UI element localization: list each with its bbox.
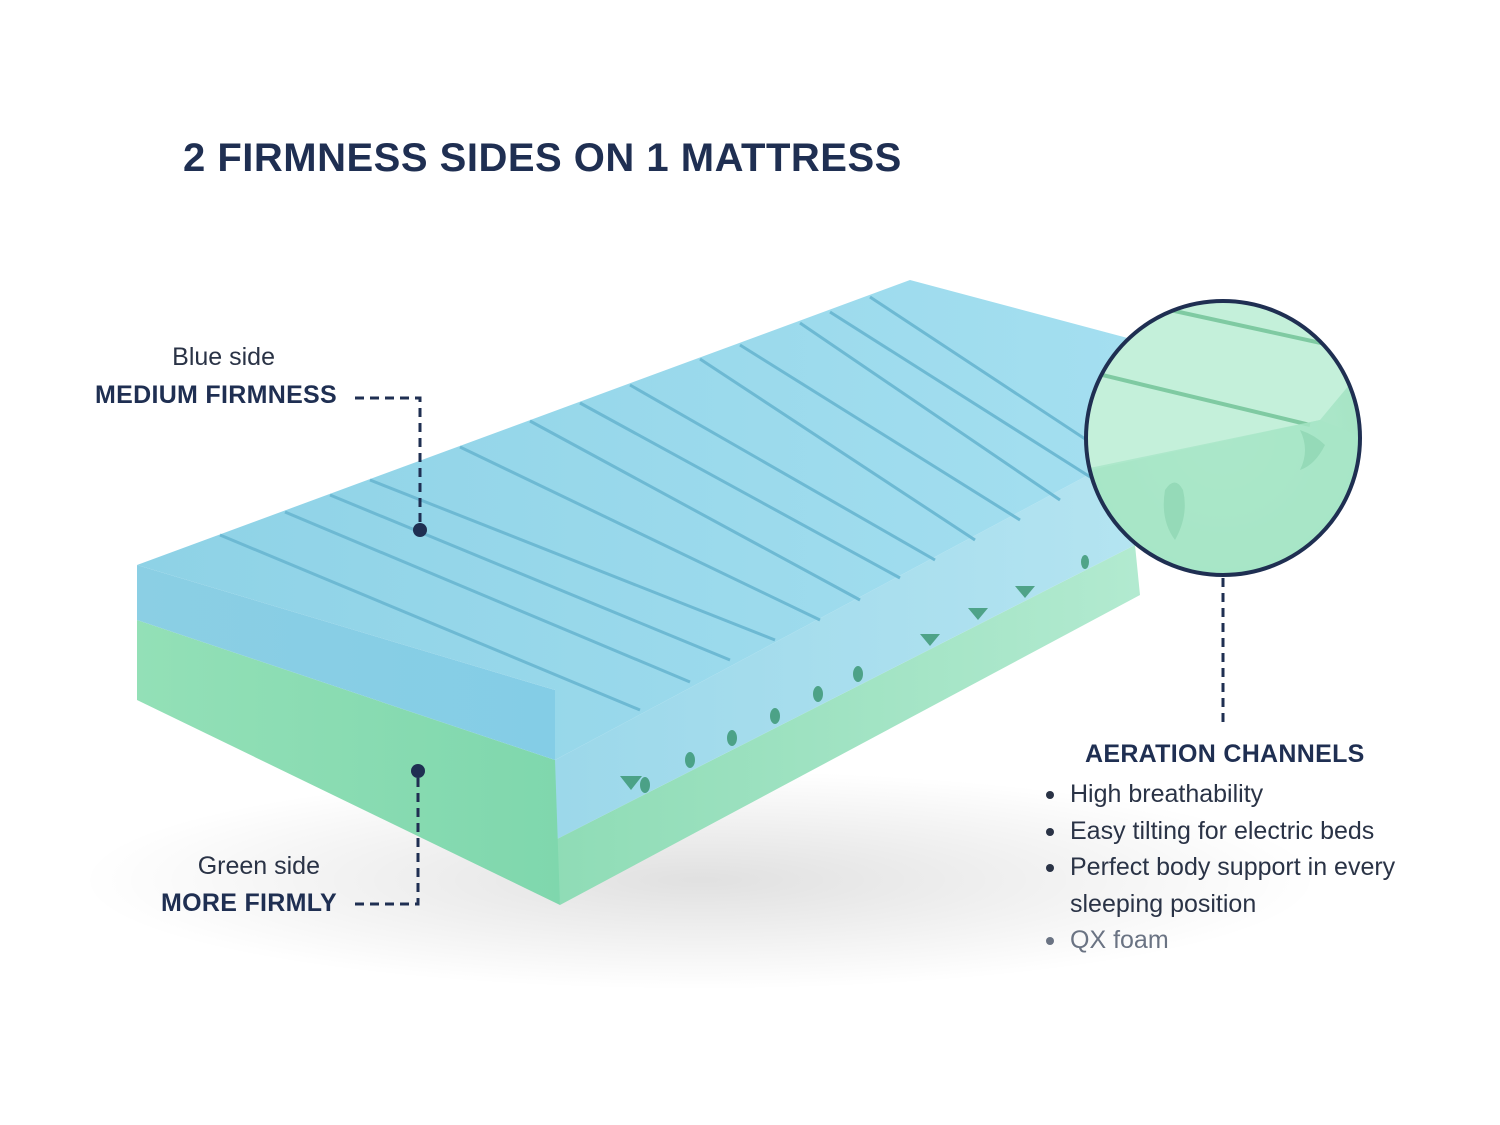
blue-side-firmness-wrap: MEDIUM FIRMNESS — [95, 381, 337, 410]
blue-side-label: Blue side — [172, 343, 275, 371]
bullet-icon — [1046, 937, 1054, 945]
green-side-firmness: MORE FIRMLY — [161, 889, 337, 917]
top-surface — [137, 280, 1135, 760]
floor-shadow — [80, 770, 1320, 990]
green-side-label: Green side — [197, 852, 320, 880]
blue-callout-dot — [413, 523, 427, 537]
list-item: Perfect body support in every sleeping p… — [1040, 849, 1460, 922]
green-side-firmness-wrap: MORE FIRMLY — [161, 889, 337, 918]
bullet-icon — [1046, 864, 1054, 872]
callout-lines — [355, 396, 1225, 906]
aeration-holes — [620, 555, 1089, 793]
page-title: 2 FIRMNESS SIDES ON 1 MATTRESS — [183, 136, 902, 180]
bullet-icon — [1046, 791, 1054, 799]
list-item: Easy tilting for electric beds — [1040, 813, 1460, 850]
green-callout-dot — [411, 764, 425, 778]
bullet-icon — [1046, 827, 1054, 836]
zoom-detail — [1084, 299, 1362, 577]
blue-side-firmness: MEDIUM FIRMNESS — [95, 381, 337, 409]
blue-side-callout: Blue side — [80, 343, 275, 372]
top-grooves — [219, 295, 1121, 712]
blue-front-face — [137, 565, 555, 760]
blue-side-face — [555, 450, 1135, 840]
aeration-callout: AERATION CHANNELS High breathability Eas… — [1040, 740, 1460, 959]
aeration-bullet-list: High breathability Easy tilting for elec… — [1040, 776, 1460, 959]
aeration-heading: AERATION CHANNELS — [1085, 740, 1365, 768]
green-side-callout: Green side — [150, 852, 320, 881]
green-front-face — [137, 620, 560, 905]
list-item: High breathability — [1040, 776, 1460, 813]
list-item: QX foam — [1040, 922, 1460, 959]
green-side-face — [555, 545, 1140, 905]
